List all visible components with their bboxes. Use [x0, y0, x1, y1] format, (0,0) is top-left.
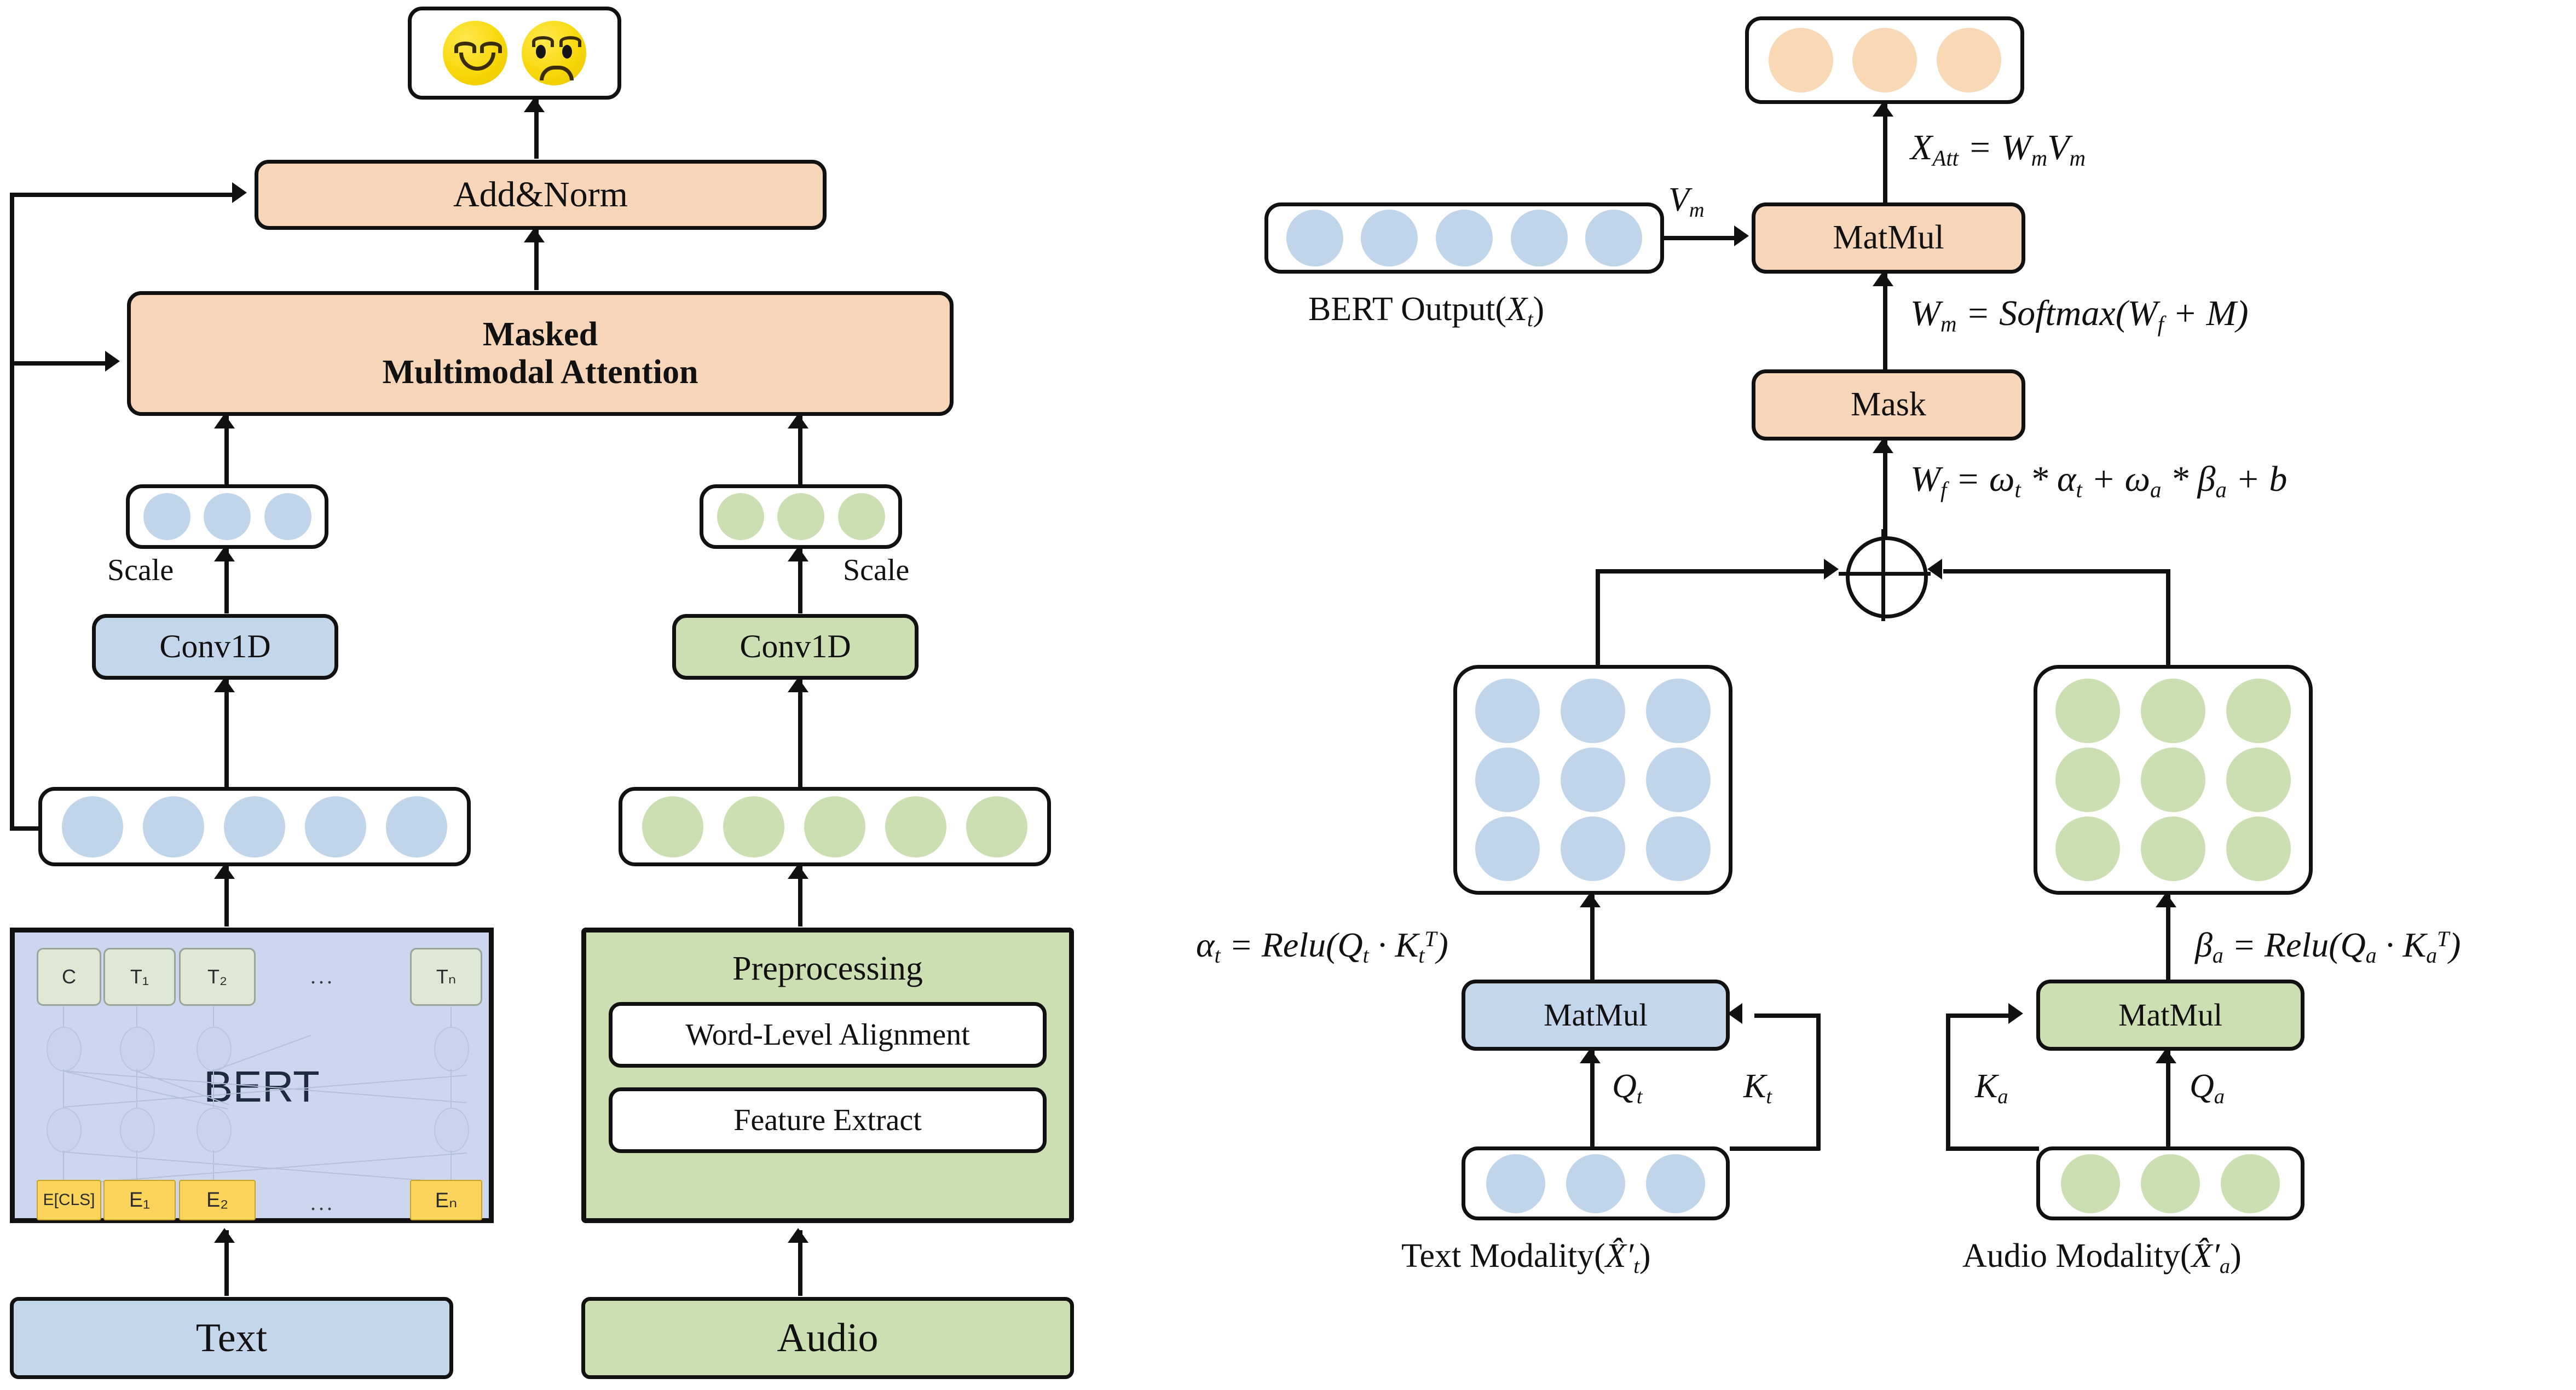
- bert-bottom-ellipsis: ...: [310, 1190, 335, 1215]
- text-modality-caption: Text Modality(X̂′t): [1401, 1237, 1651, 1278]
- v-m-edge-label: Vm: [1668, 181, 1705, 222]
- text-matmul-label: MatMul: [1543, 997, 1648, 1033]
- attention-label-line1: Masked: [482, 315, 598, 353]
- bert-output-caption: BERT Output(Xt): [1308, 291, 1545, 331]
- q-a-label: Qa: [2190, 1068, 2225, 1108]
- mask-box: Mask: [1752, 369, 2025, 441]
- bert-top-ellipsis: ...: [310, 964, 335, 988]
- word-level-alignment-box: Word-Level Alignment: [609, 1002, 1047, 1068]
- mask-label: Mask: [1851, 386, 1926, 424]
- audio-conv1d-box: Conv1D: [672, 614, 919, 680]
- text-input-label: Text: [195, 1315, 268, 1360]
- audio-scale-label: Scale: [843, 553, 910, 587]
- text-modality-vector: [1462, 1146, 1730, 1220]
- bert-output-vector: [1264, 202, 1664, 274]
- equation-w-f: Wf = ωt * αt + ωa * βa + b: [1910, 459, 2288, 502]
- bert-token-t2: T₂: [179, 948, 256, 1006]
- text-conv1d-box: Conv1D: [92, 614, 338, 680]
- text-attention-matrix: [1453, 665, 1732, 895]
- bert-embedding-en: Eₙ: [410, 1180, 482, 1220]
- sentiment-output-box: [408, 7, 621, 100]
- text-input-box: Text: [10, 1297, 453, 1379]
- audio-input-label: Audio: [777, 1315, 879, 1360]
- text-scale-label: Scale: [107, 553, 174, 587]
- bert-token-c: C: [37, 948, 101, 1006]
- text-matmul-box: MatMul: [1462, 980, 1730, 1051]
- attention-label-line2: Multimodal Attention: [382, 354, 698, 391]
- attended-output-vector: [1745, 16, 2024, 104]
- word-level-alignment-label: Word-Level Alignment: [685, 1018, 970, 1052]
- audio-input-box: Audio: [581, 1297, 1074, 1379]
- preprocessing-title: Preprocessing: [732, 950, 923, 987]
- text-feature-vector: [38, 787, 471, 866]
- frowning-face-icon: [522, 21, 586, 85]
- equation-w-m: Wm = Softmax(Wf + M): [1910, 293, 2249, 337]
- preprocessing-box: Preprocessing Word-Level Alignment Featu…: [581, 928, 1074, 1223]
- bert-embedding-cls: E[CLS]: [37, 1180, 101, 1220]
- feature-extract-label: Feature Extract: [733, 1103, 922, 1138]
- equation-x-att: XAtt = WmVm: [1910, 128, 2086, 171]
- k-t-label: Kt: [1743, 1068, 1772, 1108]
- k-a-label: Ka: [1975, 1068, 2008, 1108]
- audio-feature-vector: [619, 787, 1051, 866]
- q-t-label: Qt: [1612, 1068, 1643, 1108]
- element-wise-sum-node: [1839, 529, 1931, 621]
- matmul-top-label: MatMul: [1833, 219, 1944, 257]
- add-norm-box: Add&Norm: [255, 160, 827, 230]
- feature-extract-box: Feature Extract: [609, 1087, 1047, 1154]
- bert-block: BERT C T₁ T₂ ... Tₙ E[C: [10, 928, 494, 1223]
- audio-conv1d-label: Conv1D: [740, 628, 851, 665]
- bert-embedding-e2: E₂: [179, 1180, 256, 1220]
- bert-token-t1: T₁: [103, 948, 176, 1006]
- bert-embedding-e1: E₁: [103, 1180, 176, 1220]
- text-scaled-vector: [126, 484, 328, 549]
- matmul-top-box: MatMul: [1752, 202, 2025, 274]
- audio-scaled-vector: [700, 484, 902, 549]
- masked-multimodal-attention-box: Masked Multimodal Attention: [127, 291, 954, 416]
- text-conv1d-label: Conv1D: [159, 628, 271, 665]
- audio-matmul-label: MatMul: [2118, 997, 2223, 1033]
- add-norm-label: Add&Norm: [453, 175, 628, 215]
- audio-matmul-box: MatMul: [2036, 980, 2304, 1051]
- bert-token-tn: Tₙ: [410, 948, 482, 1006]
- audio-modality-caption: Audio Modality(X̂′a): [1962, 1237, 2242, 1278]
- smiling-face-icon: [443, 21, 507, 85]
- audio-attention-matrix: [2034, 665, 2313, 895]
- equation-alpha-t: αt = Relu(Qt · KtT): [1196, 925, 1448, 968]
- audio-modality-vector: [2036, 1146, 2304, 1220]
- equation-beta-a: βa = Relu(Qa · KaT): [2195, 925, 2461, 968]
